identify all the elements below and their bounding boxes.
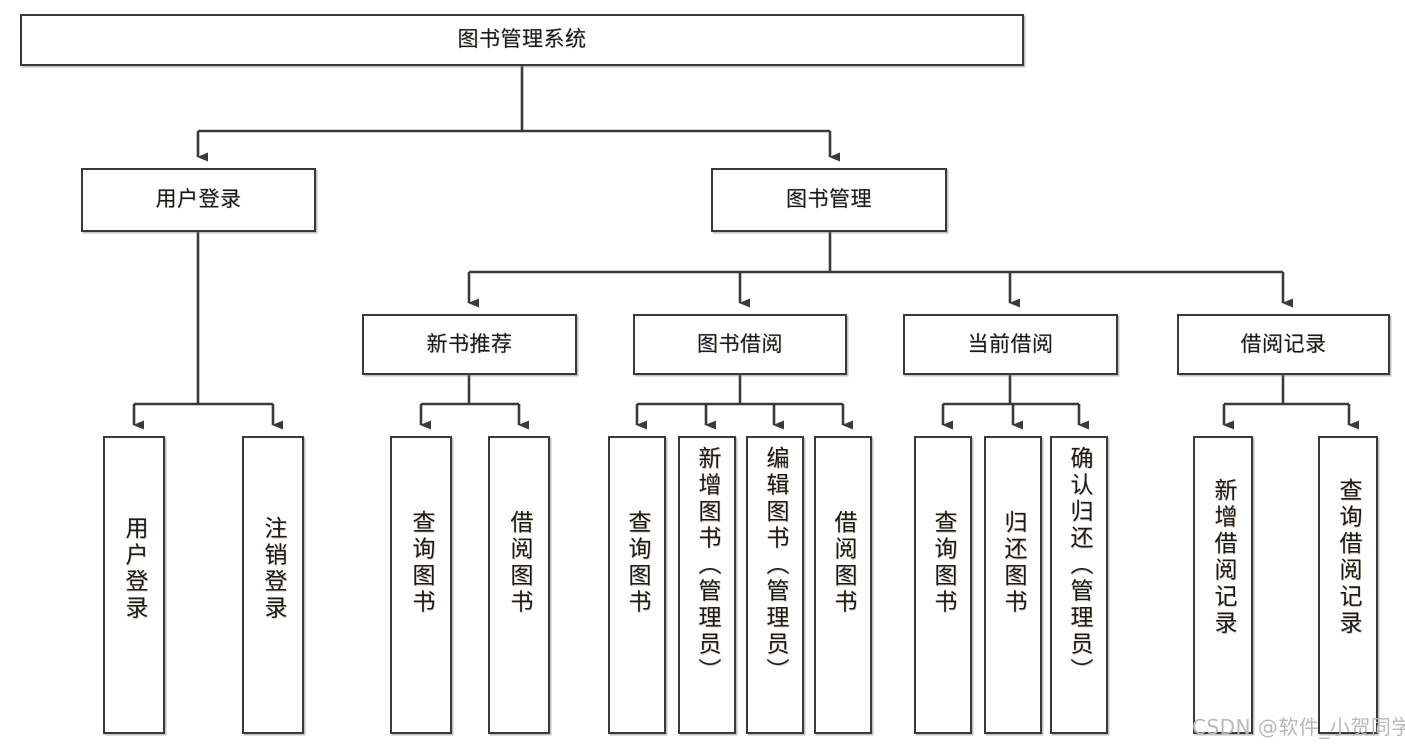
node-book-management-label: 图书管理 xyxy=(786,187,872,212)
node-book-borrow[interactable]: 图书借阅 xyxy=(633,314,847,375)
node-book-management[interactable]: 图书管理 xyxy=(711,168,947,232)
leaf-newbook-query-book[interactable]: 查询图书 xyxy=(390,436,452,734)
leaf-current-return-book-label: 归还图书 xyxy=(1000,510,1027,616)
leaf-newbook-borrow-book-label: 借阅图书 xyxy=(506,510,533,616)
csdn-watermark: CSDN @软件_小贺同学 xyxy=(1192,715,1405,739)
leaf-borrow-add-book-admin[interactable]: 新增图书（管理员） xyxy=(678,436,736,734)
node-root-label: 图书管理系统 xyxy=(457,27,587,52)
leaf-user-login[interactable]: 用户登录 xyxy=(103,436,165,734)
leaf-user-login-label: 用户登录 xyxy=(121,516,148,622)
node-user-login-label: 用户登录 xyxy=(155,187,242,212)
node-book-borrow-label: 图书借阅 xyxy=(697,331,783,356)
leaf-borrow-borrow-book-label: 借阅图书 xyxy=(830,510,857,616)
leaf-newbook-query-book-label: 查询图书 xyxy=(408,510,435,616)
leaf-records-query-record[interactable]: 查询借阅记录 xyxy=(1318,436,1378,734)
leaf-user-logout-label: 注销登录 xyxy=(260,516,287,622)
leaf-borrow-borrow-book[interactable]: 借阅图书 xyxy=(814,436,872,734)
leaf-borrow-add-book-admin-label: 新增图书（管理员） xyxy=(694,446,721,685)
leaf-borrow-edit-book-admin[interactable]: 编辑图书（管理员） xyxy=(746,436,804,734)
leaf-borrow-edit-book-admin-label: 编辑图书（管理员） xyxy=(762,446,789,685)
node-root[interactable]: 图书管理系统 xyxy=(20,14,1024,66)
leaf-current-return-book[interactable]: 归还图书 xyxy=(984,436,1042,734)
node-current-borrow-label: 当前借阅 xyxy=(967,331,1054,356)
leaf-records-query-record-label: 查询借阅记录 xyxy=(1335,478,1362,637)
node-new-book-recommend-label: 新书推荐 xyxy=(426,331,513,356)
leaf-user-logout[interactable]: 注销登录 xyxy=(242,436,304,734)
node-borrow-records[interactable]: 借阅记录 xyxy=(1177,314,1390,375)
leaf-current-query-book[interactable]: 查询图书 xyxy=(914,436,972,734)
node-new-book-recommend[interactable]: 新书推荐 xyxy=(362,314,577,375)
leaf-borrow-query-book[interactable]: 查询图书 xyxy=(608,436,666,734)
node-user-login[interactable]: 用户登录 xyxy=(81,168,316,232)
leaf-current-query-book-label: 查询图书 xyxy=(930,510,957,616)
leaf-newbook-borrow-book[interactable]: 借阅图书 xyxy=(488,436,550,734)
node-current-borrow[interactable]: 当前借阅 xyxy=(903,314,1118,375)
leaf-borrow-query-book-label: 查询图书 xyxy=(624,510,651,616)
leaf-current-confirm-return-admin[interactable]: 确认归还（管理员） xyxy=(1050,436,1108,734)
node-borrow-records-label: 借阅记录 xyxy=(1240,331,1327,356)
leaf-current-confirm-return-admin-label: 确认归还（管理员） xyxy=(1066,446,1093,685)
leaf-records-add-record[interactable]: 新增借阅记录 xyxy=(1193,436,1253,734)
leaf-records-add-record-label: 新增借阅记录 xyxy=(1210,478,1237,637)
